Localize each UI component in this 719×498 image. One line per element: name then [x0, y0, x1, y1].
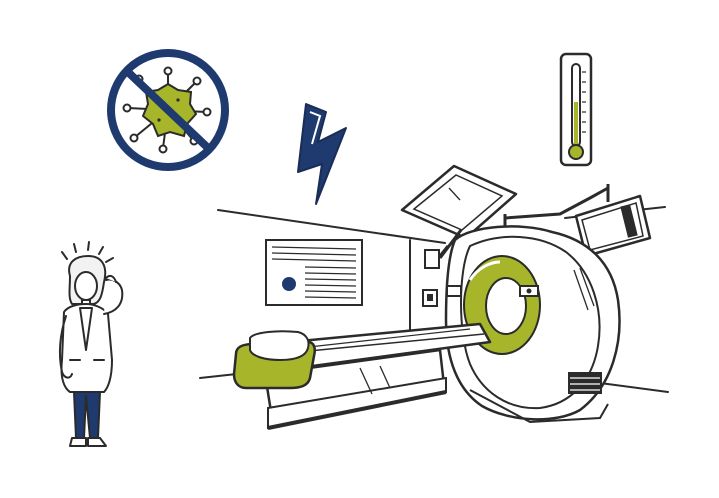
monitor — [574, 194, 652, 258]
wall-outlet — [422, 289, 438, 307]
thermometer-icon — [559, 52, 593, 167]
air-conditioner-unit — [265, 239, 363, 306]
lightning-bolt-icon — [297, 103, 347, 205]
doctor-figure — [58, 241, 124, 447]
no-virus-icon — [107, 49, 229, 171]
patient-table — [232, 322, 492, 430]
overhead-light — [400, 164, 518, 269]
